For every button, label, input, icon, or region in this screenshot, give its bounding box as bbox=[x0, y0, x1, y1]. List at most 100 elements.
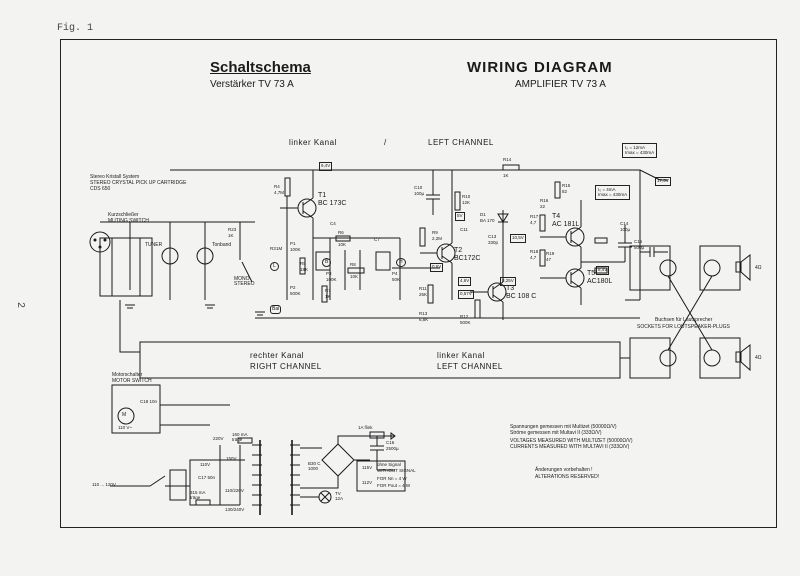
r5-value: 18K bbox=[300, 267, 309, 272]
r15: R15 bbox=[562, 183, 571, 188]
c16-value: 2500µ bbox=[386, 446, 399, 451]
cartridge-en: STEREO CRYSTAL PICK UP CARTRIDGE bbox=[90, 180, 187, 186]
r12-value: 500K bbox=[460, 320, 471, 325]
r5: R5 bbox=[300, 261, 306, 266]
output-socket-1 bbox=[659, 259, 677, 277]
r3-value: 1M bbox=[276, 246, 283, 251]
title-english: WIRING DIAGRAM bbox=[467, 59, 613, 76]
drawing-frame bbox=[60, 39, 777, 528]
p4: P4 bbox=[392, 271, 398, 276]
p2: P2 bbox=[290, 285, 296, 290]
current-box-1: I₀ = 12mA Imax = 430mA bbox=[622, 143, 658, 158]
mute-switch-box bbox=[99, 237, 153, 297]
voltage-9-4: 9,4V bbox=[319, 162, 333, 171]
motor-symbol bbox=[117, 407, 135, 425]
t2-type: BC172C bbox=[454, 255, 481, 262]
motor-voltage: 110 V~ bbox=[118, 425, 133, 430]
H-label: H bbox=[396, 258, 406, 267]
for-pout: FOR Pout = 4 W bbox=[377, 483, 411, 488]
mono-stereo-label: MONO STEREO bbox=[234, 276, 255, 287]
speaker-box-2 bbox=[699, 337, 741, 379]
sockets-en: SOCKETS FOR LOUTSPEAKER-PLUGS bbox=[637, 324, 730, 330]
r11: R11 bbox=[419, 286, 427, 291]
c10-value: 100µ bbox=[414, 191, 425, 196]
speaker-ohm-2: 4Ω bbox=[755, 355, 762, 361]
p2-value: 500K bbox=[290, 291, 301, 296]
no-signal-en: WITHOUT SIGNAL bbox=[377, 468, 416, 473]
no-signal-box bbox=[356, 460, 406, 492]
cartridge-model: CDS 650 bbox=[90, 186, 111, 192]
c17-label: C17 50n bbox=[198, 475, 216, 480]
r10-value: 12K bbox=[462, 200, 471, 205]
c13: C13 bbox=[488, 234, 497, 239]
c15: C15 bbox=[634, 239, 643, 244]
r13-value: 6,8K bbox=[419, 317, 429, 322]
r4-value: 4,7M bbox=[274, 190, 285, 195]
r13: R13 bbox=[419, 311, 428, 316]
r16: R16 bbox=[540, 198, 549, 203]
c15-value: 500µ bbox=[634, 245, 645, 250]
tap-220: 220V bbox=[213, 436, 224, 441]
r17-value: 4,7 bbox=[530, 220, 537, 225]
voltage-10-5: 10,5V bbox=[510, 234, 526, 243]
r11-value: 25K bbox=[419, 292, 428, 297]
right-channel-de: rechter Kanal bbox=[250, 351, 305, 360]
for-nn: FOR Nn = 4 W bbox=[377, 476, 407, 481]
r9: R9 bbox=[432, 230, 438, 235]
voltage-115: 115V bbox=[362, 465, 373, 470]
tuner-label: TUNER bbox=[145, 242, 163, 248]
note-3: VOLTAGES MEASURED WITH MULTIZET (50000Ω/… bbox=[510, 438, 633, 444]
tap-110-220: 110/220V bbox=[225, 488, 244, 493]
left-channel-en: LEFT CHANNEL bbox=[428, 138, 494, 147]
r15-value: 82 bbox=[562, 189, 568, 194]
c10: C10 bbox=[414, 185, 423, 190]
lamp-label: TV 12A bbox=[335, 491, 344, 501]
current-imax-2: Imax = 430mA bbox=[598, 192, 628, 198]
r6: R6 bbox=[338, 230, 344, 235]
channel-separator: / bbox=[384, 138, 387, 147]
t5-type: AC180L bbox=[587, 278, 613, 285]
t4-label: T4 bbox=[552, 213, 561, 220]
figure-label: Fig. 1 bbox=[57, 23, 94, 34]
mute-de: Kurzschließer bbox=[108, 212, 139, 218]
balance-label: Bal bbox=[270, 305, 282, 314]
note-2: Ströme gemessen mit Multavi II (333Ω/V) bbox=[510, 430, 602, 436]
voltage-8-4: 8,4V bbox=[596, 266, 610, 275]
r12: R12 bbox=[460, 314, 469, 319]
voltage-112: 112V bbox=[362, 480, 373, 485]
t4-type: AC 181L bbox=[552, 221, 580, 228]
tap-110: 110V bbox=[200, 462, 211, 467]
t1-type: BC 173C bbox=[318, 200, 347, 207]
left-channel-en-2: LEFT CHANNEL bbox=[437, 362, 503, 371]
title-german: Schaltschema bbox=[210, 59, 311, 76]
right-channel-en: RIGHT CHANNEL bbox=[250, 362, 322, 371]
d1: D1 bbox=[480, 212, 486, 217]
p1-value: 100K bbox=[290, 247, 301, 252]
rectifier-label: B30 C 1000 bbox=[308, 461, 321, 471]
mains-voltage: 110 ... 120V bbox=[92, 482, 116, 487]
tonband-label: Tonband bbox=[212, 242, 232, 248]
c4: C4 bbox=[330, 221, 336, 226]
L-label: L bbox=[270, 262, 279, 271]
r3: R3 bbox=[270, 246, 276, 251]
current-i0-1: I₀ = 12mA bbox=[625, 145, 646, 150]
bridge-rectifier bbox=[321, 443, 355, 477]
r23-value: 1K bbox=[228, 233, 234, 238]
voltage-8-25: 8,25V bbox=[500, 277, 516, 286]
output-socket-3 bbox=[659, 349, 677, 367]
d1-value: BA 170 bbox=[480, 218, 495, 223]
voltage-0-6: 0,6V bbox=[430, 263, 444, 272]
r19-value: 47 bbox=[546, 257, 552, 262]
note-1: Spannungen gemessen mit Multizet (50000Ω… bbox=[510, 424, 617, 430]
r7-value: 1K bbox=[325, 294, 331, 299]
voltage-0-57: 0,57V bbox=[458, 290, 474, 299]
subtitle-german: Verstärker TV 73 A bbox=[210, 79, 294, 90]
output-socket-2 bbox=[703, 259, 721, 277]
mute-en: MUTING SWITCH bbox=[108, 218, 149, 224]
r14: R14 bbox=[503, 157, 512, 162]
p1: P1 bbox=[290, 241, 296, 246]
p3-value: 100K bbox=[326, 277, 337, 282]
motor-label: M bbox=[122, 412, 127, 418]
r7: R7 bbox=[325, 288, 331, 293]
